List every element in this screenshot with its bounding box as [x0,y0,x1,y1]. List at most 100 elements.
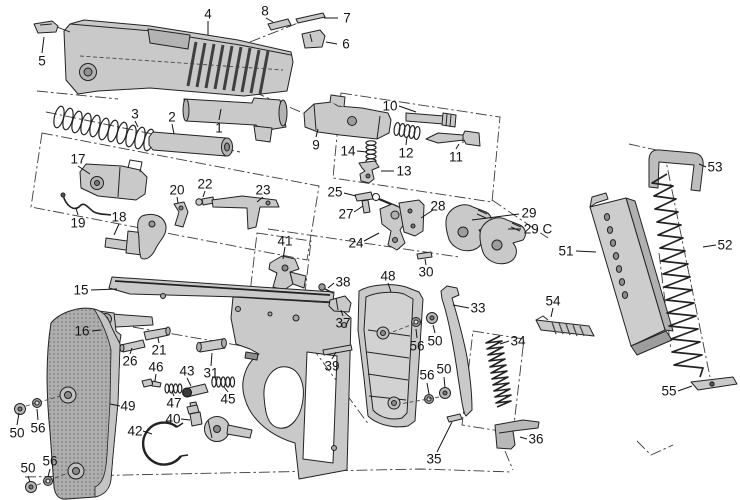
trigger-assembly [104,213,167,260]
part-label-53: 53 [707,160,722,175]
leader-line [519,436,528,440]
part-label-10: 10 [382,99,397,114]
part-label-40: 40 [165,412,180,427]
part-22 [195,196,215,206]
leader-line [426,382,430,395]
pin-31 [196,338,227,353]
plunger-43 [182,383,209,398]
leader-line [331,351,337,360]
pin-39 [322,344,353,356]
leader-line [315,128,319,138]
part-label-48: 48 [380,269,395,284]
magazine-spring-52 [651,173,704,378]
leader-line [282,246,286,260]
spring-14 [365,140,377,164]
leader-line [47,468,51,478]
spring-47 [164,383,183,394]
part-label-50: 50 [436,362,451,377]
leader-line [223,386,229,393]
spring-wire-19 [60,192,112,216]
part-label-38: 38 [335,275,350,290]
left-grip [46,307,121,500]
part-label-33: 33 [470,301,485,316]
leader-line [176,196,179,204]
pin-21 [143,326,171,341]
part-label-15: 15 [73,283,88,298]
part-label-23: 23 [255,183,270,198]
leader-line [436,421,453,453]
part-label-8: 8 [261,4,269,19]
part-label-37: 37 [335,316,350,331]
part-label-55: 55 [661,384,676,399]
part-label-29-c: 29 C [524,222,553,237]
part-label-42: 42 [127,424,142,439]
leader-line [432,324,436,334]
leader-line [424,258,427,266]
part-label-51: 51 [558,244,573,259]
part-label-5: 5 [38,54,46,69]
part-13 [358,160,380,184]
part-label-36: 36 [528,432,543,447]
leader-line [387,282,392,293]
part-label-3: 3 [131,107,139,122]
leader-line [171,123,175,135]
leader-line [575,250,597,253]
part-label-22: 22 [197,177,212,192]
part-20 [173,201,189,228]
leader-line [109,403,121,407]
pin-35 [446,413,463,423]
part-label-50: 50 [427,334,442,349]
slide [63,19,294,97]
leader-line [157,337,160,344]
screw-38 [318,283,334,294]
leader-line [27,475,31,483]
part-label-52: 52 [717,238,732,253]
leader-line [340,309,344,317]
part-label-29: 29 [521,206,536,221]
part-label-56: 56 [30,421,45,436]
pin-30 [416,251,433,260]
mainspring-strut-33 [440,285,473,417]
firing-pin-spring [393,121,421,141]
leader-line [113,223,120,236]
part-label-4: 4 [204,7,212,22]
sight-blade [33,20,71,34]
follower-plate-54 [535,315,595,337]
sear-bar-23 [211,195,280,230]
part-label-11: 11 [449,150,463,165]
leader-line [325,41,338,45]
part-label-54: 54 [545,294,561,309]
leader-line [202,190,206,198]
leader-line [256,196,264,203]
leader-line [218,108,222,121]
part-label-7: 7 [343,11,351,26]
mainspring-34 [485,335,512,408]
part-label-34: 34 [510,334,526,349]
pin-8 [267,18,292,31]
leader-line [677,385,693,392]
breech-block [303,94,392,140]
leader-line [91,329,102,332]
lever-37 [328,295,352,313]
leader-line [363,232,380,242]
part-label-17: 17 [70,152,85,167]
part-label-56: 56 [419,368,434,383]
part-label-18: 18 [111,210,126,225]
magazine-body [589,192,674,356]
leader-line [77,165,91,175]
leader-line [420,209,434,219]
leader-line [698,163,707,168]
pin-27 [361,199,371,214]
part-label-49: 49 [120,399,135,414]
plate-28 [398,199,425,237]
part-label-50: 50 [20,461,35,476]
part-label-20: 20 [169,183,184,198]
part-label-1: 1 [215,121,223,136]
locking-insert [79,159,148,201]
part-label-19: 19 [70,216,85,231]
leader-line [129,347,133,355]
leader-line [75,207,79,216]
